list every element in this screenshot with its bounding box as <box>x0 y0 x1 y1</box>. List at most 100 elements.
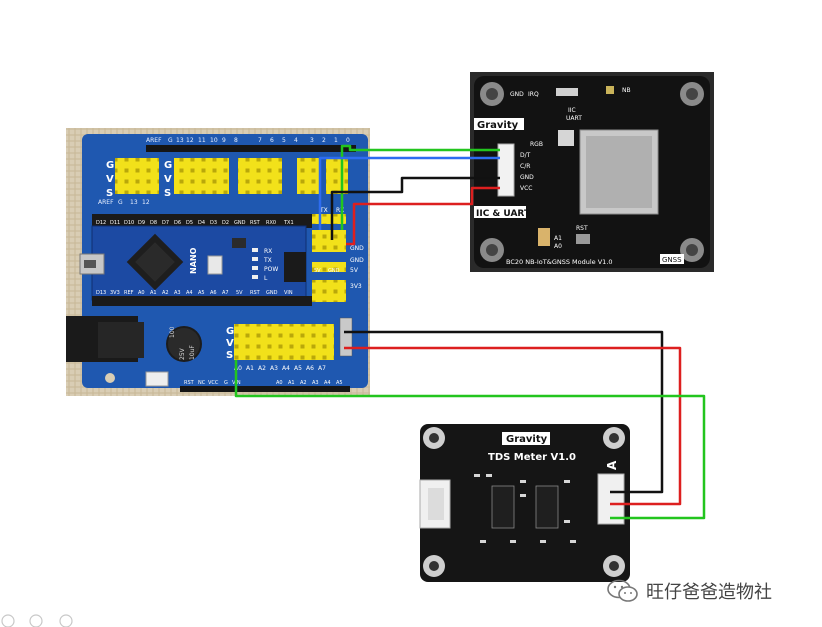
bc20-top-labels: GND IRQ IIC UART RGB NB <box>510 87 631 148</box>
svg-text:RX: RX <box>264 248 272 255</box>
analog-side-header <box>339 317 353 357</box>
svg-text:A3: A3 <box>270 365 278 372</box>
svg-text:A2: A2 <box>258 365 266 372</box>
wire-red-tds <box>344 346 682 506</box>
svg-text:A5: A5 <box>198 290 205 296</box>
svg-text:A0: A0 <box>138 290 145 296</box>
svg-text:A7: A7 <box>222 290 229 296</box>
svg-text:13: 13 <box>130 199 138 206</box>
svg-text:A0: A0 <box>554 243 562 250</box>
svg-text:RST: RST <box>184 380 195 386</box>
svg-text:D10: D10 <box>124 220 134 226</box>
svg-text:3V3: 3V3 <box>350 283 362 290</box>
bc20-module-name: BC20 NB-IoT&GNSS Module V1.0 <box>506 258 613 266</box>
bc20-mounting-holes <box>480 82 704 262</box>
nano-label: NANO <box>189 247 198 274</box>
svg-text:D13: D13 <box>96 290 106 296</box>
top-header-strip <box>146 145 356 152</box>
digital-header-block-2 <box>174 158 229 194</box>
svg-text:A6: A6 <box>306 365 314 372</box>
svg-text:9: 9 <box>222 137 226 144</box>
nano-top-pin-labels: D12 D11 D10 D9 D8 D7 D6 D5 D4 D3 D2 GND … <box>96 220 294 226</box>
svg-text:D12: D12 <box>96 220 106 226</box>
bc20-led <box>606 86 614 94</box>
gnss-label-bg <box>660 254 684 264</box>
svg-text:5V: 5V <box>236 290 243 296</box>
svg-text:D2: D2 <box>222 220 229 226</box>
svg-text:A1: A1 <box>554 235 562 242</box>
svg-text:5V: 5V <box>314 268 321 274</box>
tds-gravity-bg <box>502 432 550 445</box>
svg-text:A4: A4 <box>282 365 290 372</box>
bottom-toolbar-icons <box>1 614 73 627</box>
svg-text:AREF: AREF <box>98 199 114 206</box>
icsp-header <box>284 252 306 282</box>
side-power-labels: GND 5V GND 3V3 <box>350 245 364 290</box>
svg-text:G: G <box>226 326 234 337</box>
svg-text:D4: D4 <box>198 220 205 226</box>
tactile-button <box>145 371 169 387</box>
svg-text:A5: A5 <box>336 380 343 386</box>
svg-text:G: G <box>224 380 228 386</box>
svg-text:D6: D6 <box>174 220 181 226</box>
svg-text:TX: TX <box>319 207 328 214</box>
power-header-labels: 5V GND <box>314 268 340 274</box>
svg-text:5V: 5V <box>350 267 359 274</box>
bc20-dip-switch <box>538 228 550 246</box>
bc20-switch-label: IIC & UART <box>476 209 531 219</box>
svg-text:A1: A1 <box>246 365 254 372</box>
svg-text:TX1: TX1 <box>283 220 294 226</box>
digital-header-block-5 <box>326 158 348 194</box>
svg-text:A4: A4 <box>186 290 193 296</box>
svg-text:A0: A0 <box>234 365 242 372</box>
svg-text:NC: NC <box>198 380 206 386</box>
tds-signal-connector <box>597 473 625 525</box>
svg-text:D7: D7 <box>162 220 169 226</box>
svg-text:S: S <box>226 350 233 361</box>
svg-text:11: 11 <box>198 137 206 144</box>
tds-chip-1 <box>491 485 515 529</box>
svg-text:G: G <box>118 199 123 206</box>
bc20-side-labels: A1 A0 RST <box>554 225 588 250</box>
svg-text:A6: A6 <box>210 290 217 296</box>
wire-blue-bc20 <box>318 156 500 230</box>
bc20-brand: Gravity <box>477 120 519 131</box>
svg-text:A1: A1 <box>150 290 157 296</box>
svg-text:RST: RST <box>250 290 261 296</box>
arduino-nano: D12 D11 D10 D9 D8 D7 D6 D5 D4 D3 D2 GND … <box>79 214 312 306</box>
svg-text:A5: A5 <box>294 365 302 372</box>
analog-header-block <box>234 324 334 360</box>
aref-labels: AREF G 13 12 <box>98 199 150 206</box>
tds-title: TDS Meter V1.0 <box>488 452 576 463</box>
tds-pin-label: A <box>605 460 619 470</box>
wechat-icon <box>607 579 638 602</box>
tds-mounting-holes <box>423 427 625 577</box>
svg-text:6: 6 <box>270 137 274 144</box>
svg-text:RX0: RX0 <box>266 220 276 226</box>
watermark: 旺仔爸爸造物社 <box>606 578 772 604</box>
nano-header-bottom <box>92 296 312 306</box>
svg-text:25V: 25V <box>179 347 186 360</box>
bc20-pin-labels: D/T C/R GND VCC <box>520 152 534 192</box>
svg-text:V: V <box>226 338 234 349</box>
bc20-mode-switch <box>556 88 578 96</box>
wire-black-tds <box>344 330 664 494</box>
wire-green-bc20 <box>340 144 500 230</box>
svg-text:A3: A3 <box>312 380 319 386</box>
svg-text:GND: GND <box>328 268 340 274</box>
nano-bottom-pin-labels: D13 3V3 REF A0 A1 A2 A3 A4 A5 A6 A7 5V R… <box>96 290 293 296</box>
digital-header-block-3 <box>238 158 282 194</box>
svg-text:V: V <box>164 174 172 185</box>
svg-text:2: 2 <box>322 137 326 144</box>
svg-text:C/R: C/R <box>520 163 530 170</box>
svg-text:D5: D5 <box>186 220 193 226</box>
bc20-small-chip <box>558 130 574 146</box>
svg-text:A3: A3 <box>174 290 181 296</box>
uart-power-headers: TX RX GND 5V GND 3V3 5V GND <box>312 207 364 302</box>
bottom-header-strip <box>180 386 350 392</box>
svg-text:RGB: RGB <box>530 141 543 148</box>
svg-text:UART: UART <box>566 115 582 122</box>
svg-text:A1: A1 <box>288 380 295 386</box>
nano-leds: RX TX POW L <box>252 248 278 282</box>
